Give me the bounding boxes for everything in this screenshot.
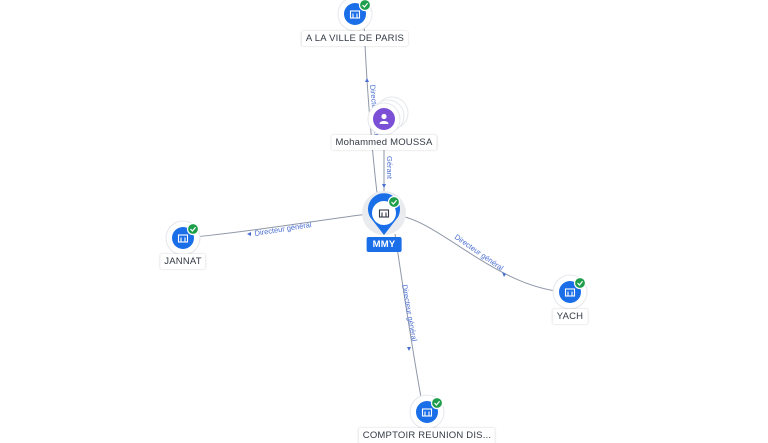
edge-label-gerant: Gérant — [385, 156, 394, 180]
check-badge-icon — [186, 222, 200, 236]
node-label-comptoir[interactable]: COMPTOIR REUNION DIS... — [358, 428, 496, 443]
edge-jannat: Directeur général — [183, 213, 369, 239]
check-badge-icon — [387, 195, 401, 209]
edge-yach: Directeur général — [399, 215, 569, 293]
node-label-paris[interactable]: A LA VILLE DE PARIS — [301, 31, 409, 46]
building-icon — [378, 209, 390, 218]
edge-arrow — [407, 347, 411, 351]
edge-comptoir: Directeur général — [394, 233, 424, 409]
check-badge-icon — [430, 396, 444, 410]
node-label-mmy[interactable]: MMY — [366, 237, 402, 252]
node-label-jannat[interactable]: JANNAT — [160, 254, 206, 269]
building-icon — [421, 408, 433, 417]
building-icon — [349, 10, 361, 19]
edge-label-comptoir: Directeur général — [400, 284, 419, 343]
node-comptoir[interactable] — [409, 394, 445, 430]
person-icon — [379, 113, 389, 124]
check-badge-icon — [573, 276, 587, 290]
node-label-yach[interactable]: YACH — [552, 309, 588, 324]
building-icon — [177, 234, 189, 243]
node-paris[interactable] — [337, 0, 373, 32]
edge-label-jannat: Directeur général — [254, 220, 313, 238]
node-moussa[interactable] — [367, 96, 409, 136]
node-label-moussa[interactable]: Mohammed MOUSSA — [331, 135, 437, 150]
check-badge-icon — [358, 0, 372, 12]
edge-arrow — [247, 232, 251, 236]
building-icon — [564, 288, 576, 297]
edge-label-yach: Directeur général — [453, 232, 506, 273]
relationship-graph: Directeur général Gérant Directeur génér… — [165, 0, 588, 430]
edge-arrow — [502, 272, 506, 277]
node-mmy[interactable] — [362, 191, 406, 235]
edge-arrow — [382, 184, 386, 188]
node-yach[interactable] — [552, 274, 588, 310]
node-jannat[interactable] — [165, 220, 201, 256]
edge-arrow — [365, 78, 369, 82]
